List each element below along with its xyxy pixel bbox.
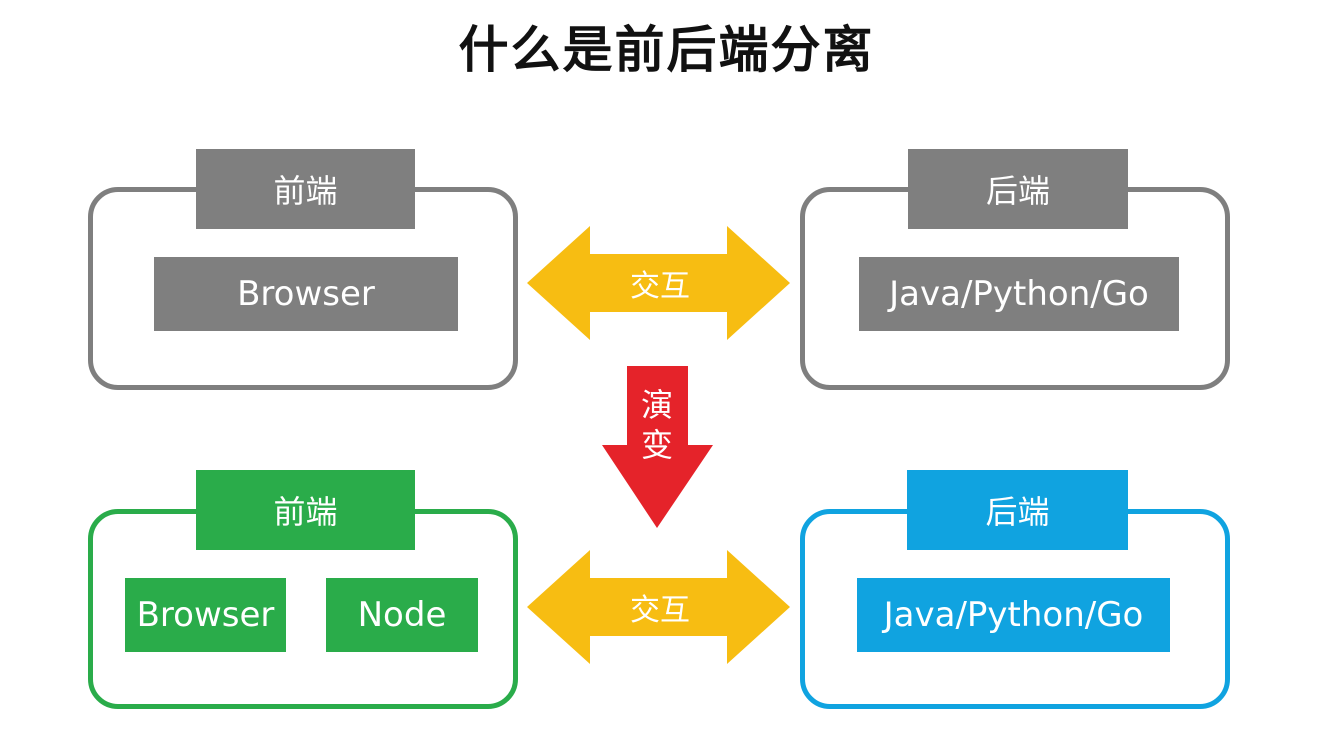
interaction-arrow-bottom <box>527 550 790 664</box>
backend-tag-before: 后端 <box>908 149 1128 229</box>
interaction-label-top: 交互 <box>630 269 690 304</box>
evolution-arrow <box>602 366 713 528</box>
backend-tag-after: 后端 <box>907 470 1128 550</box>
interaction-arrow-top <box>527 226 790 340</box>
evolution-label: 演 变 <box>640 386 673 464</box>
browser-box-after: Browser <box>125 578 286 652</box>
server-box-after: Java/Python/Go <box>857 578 1170 652</box>
browser-box-before: Browser <box>154 257 458 331</box>
frontend-tag-after: 前端 <box>196 470 415 550</box>
page-title: 什么是前后端分离 <box>458 21 875 79</box>
node-box-after: Node <box>326 578 478 652</box>
interaction-label-bottom: 交互 <box>630 593 690 628</box>
frontend-tag-before: 前端 <box>196 149 415 229</box>
server-box-before: Java/Python/Go <box>859 257 1179 331</box>
